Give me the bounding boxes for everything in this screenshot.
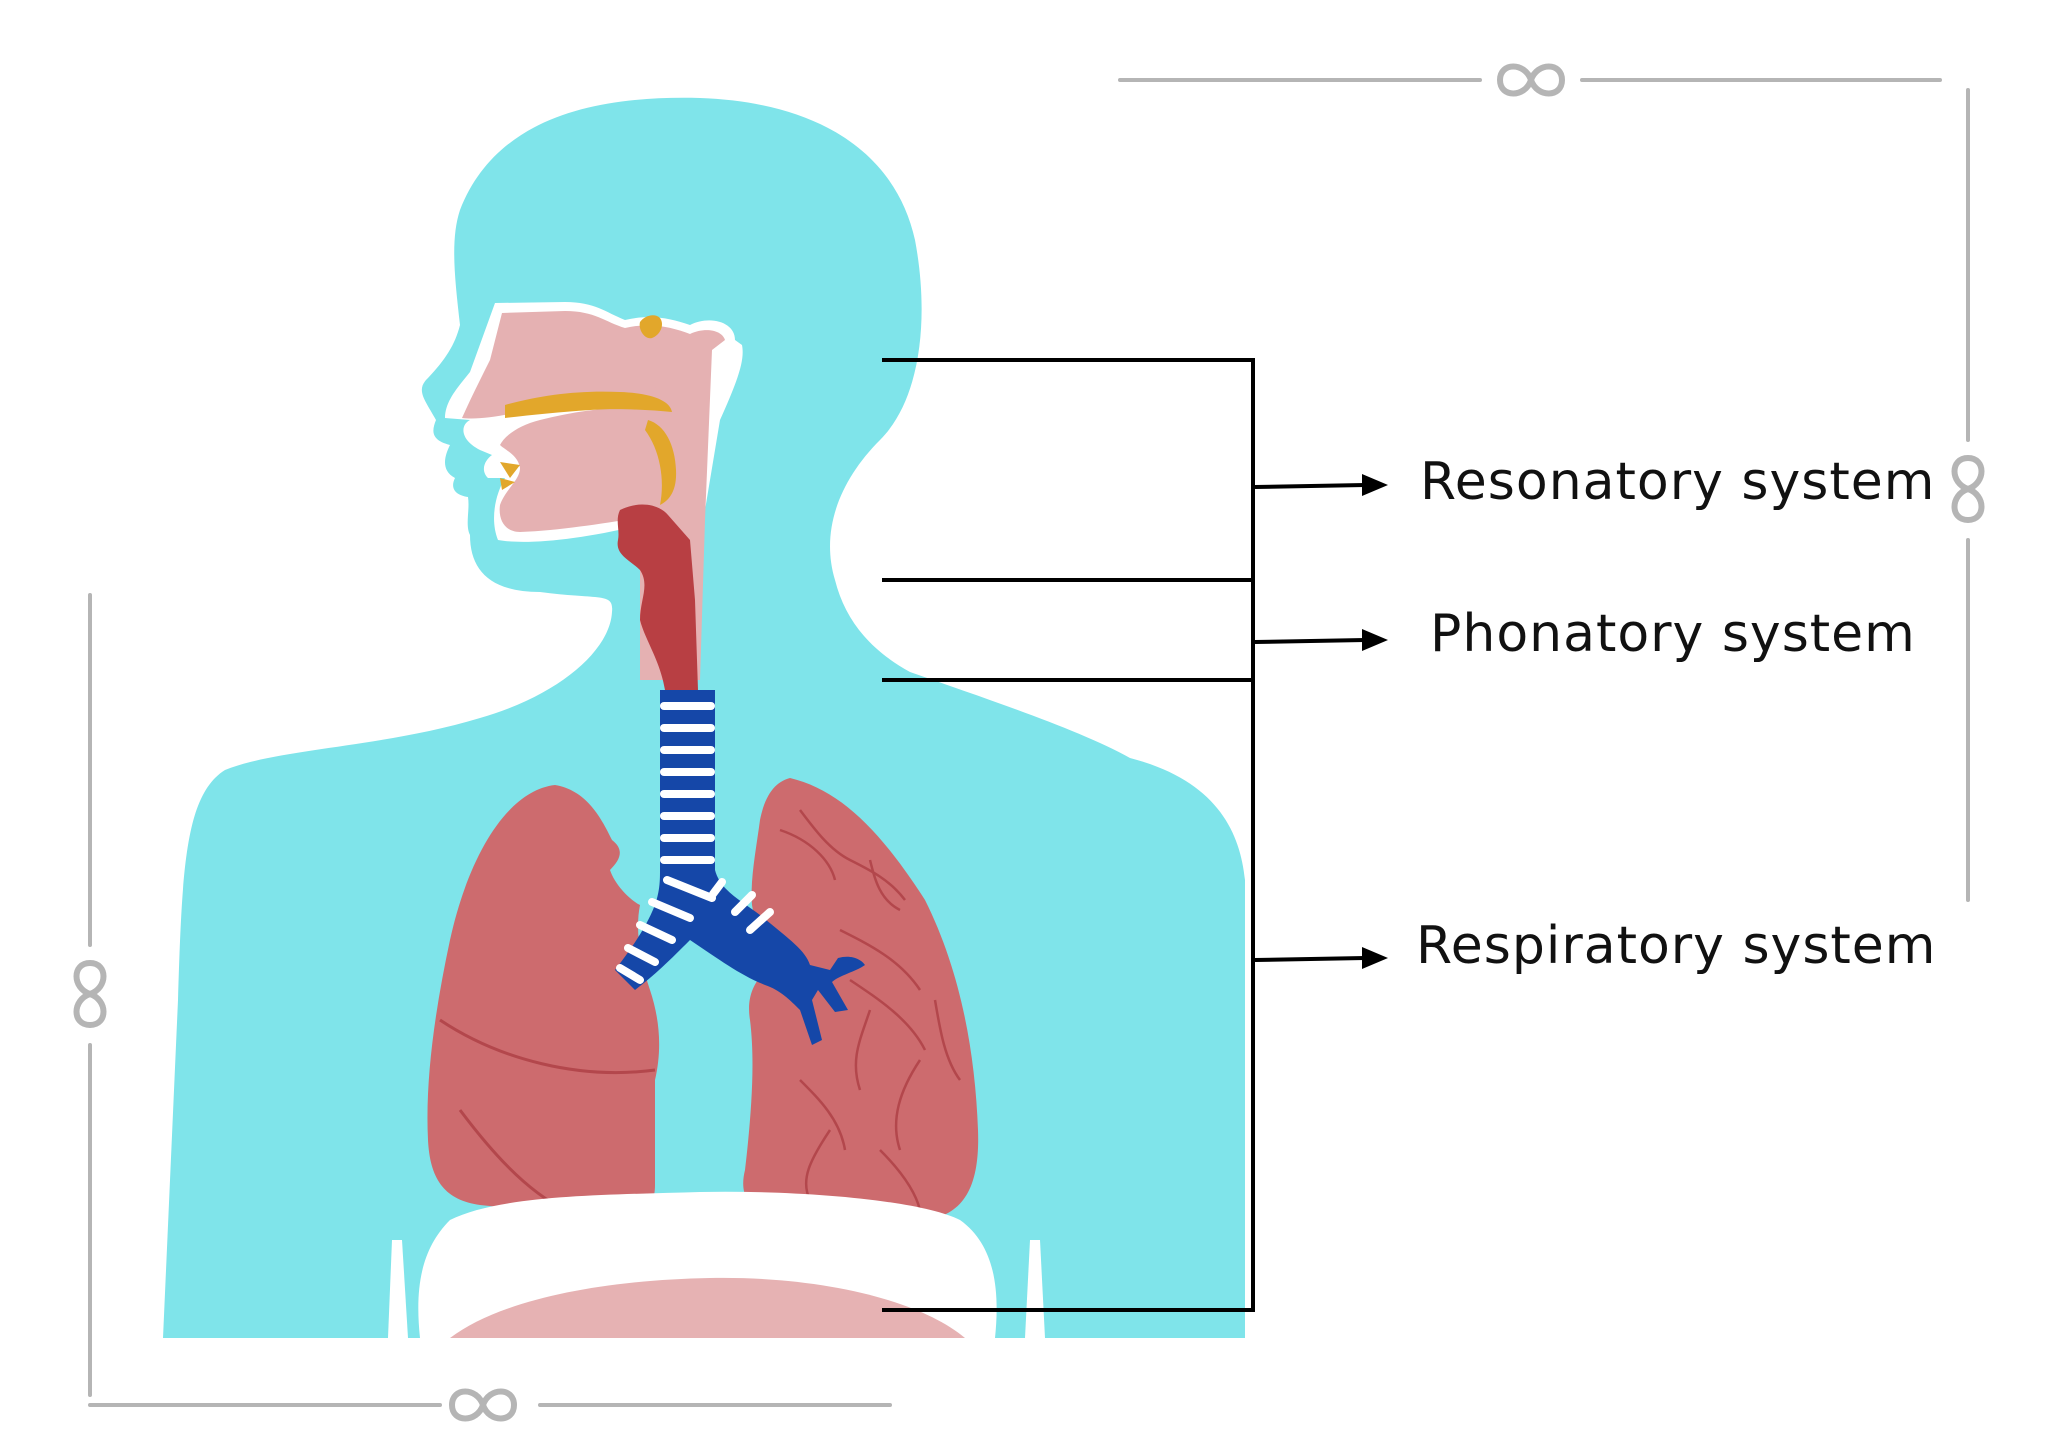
respiratory-system-label: Respiratory system <box>1416 916 1937 976</box>
side-cutout-left <box>388 1240 408 1338</box>
palate-bone <box>505 391 672 418</box>
decorative-frame <box>73 63 1985 1422</box>
infinity-ornament-right <box>1951 454 1985 524</box>
diaphragm <box>450 1277 965 1338</box>
left-lung <box>427 785 660 1212</box>
right-lung <box>743 778 979 1223</box>
infinity-ornament-top <box>1496 63 1566 97</box>
tongue-bone <box>645 420 677 505</box>
infinity-ornament-left <box>73 959 107 1029</box>
phonatory-system-label: Phonatory system <box>1430 604 1916 664</box>
teeth-lower <box>500 478 515 490</box>
larynx <box>617 504 698 690</box>
arrow-resonatory-head <box>1362 474 1388 496</box>
system-brackets <box>882 358 1366 1312</box>
arrow-phonatory-head <box>1362 629 1388 651</box>
resonatory-system-label: Resonatory system <box>1420 452 1936 512</box>
teeth-upper <box>500 462 520 478</box>
arrow-respiratory-head <box>1362 947 1388 969</box>
side-cutout-right <box>1025 1240 1045 1338</box>
infinity-ornament-bottom <box>448 1388 518 1422</box>
trachea <box>615 690 865 1045</box>
upper-bone <box>639 315 663 339</box>
arrow-phonatory-shaft <box>1254 638 1366 644</box>
arrow-respiratory-shaft <box>1254 956 1366 962</box>
arrow-resonatory-shaft <box>1254 483 1366 489</box>
